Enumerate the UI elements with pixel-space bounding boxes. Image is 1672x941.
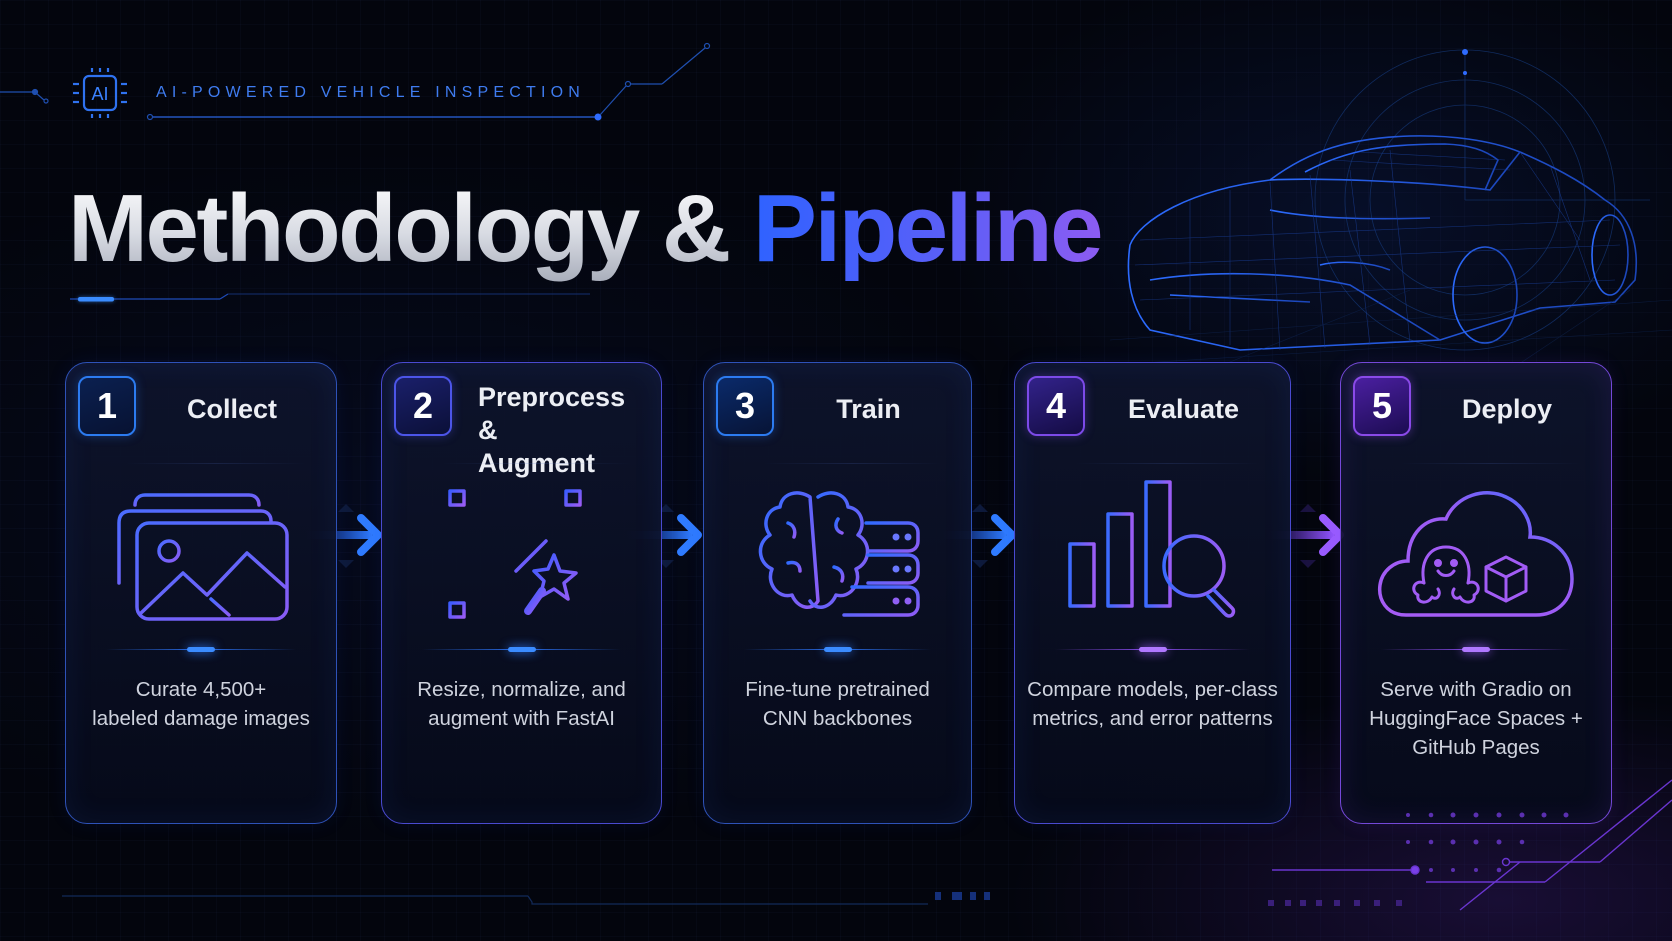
flow-arrow-3-4 — [940, 504, 1016, 568]
title-separator — [442, 463, 631, 464]
bar-chart-magnifier-icon — [1057, 480, 1235, 618]
title-separator — [1075, 463, 1260, 464]
step-title: Deploy — [1461, 394, 1553, 424]
title-separator — [126, 463, 306, 464]
title-underline — [70, 293, 590, 302]
step-card-train: 3 Train — [703, 362, 972, 824]
step-number-badge: 4 — [1027, 376, 1085, 436]
step-card-evaluate: 4 Evaluate Compare models, per-class met… — [1014, 362, 1291, 824]
card-divider — [106, 647, 296, 652]
step-title: Evaluate — [1127, 394, 1240, 424]
step-card-collect: 1 Collect Curate 4,500+ labeled damage i… — [65, 362, 337, 824]
ai-chip-icon: AI — [73, 68, 127, 118]
title-separator — [764, 463, 941, 464]
step-card-preprocess: 2 Preprocess & Augment Resize, normal — [381, 362, 662, 824]
title-accent: Pipeline — [752, 175, 1104, 282]
step-description: Serve with Gradio on HuggingFace Spaces … — [1369, 678, 1583, 759]
circuit-decoration-bottom — [62, 779, 1672, 911]
title-separator — [1401, 463, 1581, 464]
step-description: Curate 4,500+ labeled damage images — [92, 678, 310, 730]
step-number-badge: 5 — [1353, 376, 1411, 436]
image-stack-icon — [117, 493, 289, 621]
step-title: Collect — [186, 394, 278, 424]
step-title: Preprocess & Augment — [478, 382, 626, 478]
step-number-badge: 3 — [716, 376, 774, 436]
card-divider — [744, 647, 931, 652]
page-title: Methodology & Pipeline — [68, 175, 1104, 282]
card-divider — [422, 647, 621, 652]
wireframe-car-illustration — [1110, 49, 1672, 370]
title-primary: Methodology & — [68, 175, 753, 282]
step-card-deploy: 5 Deploy Serve with Gradio on HuggingFac… — [1340, 362, 1612, 824]
kicker-label: AI-POWERED VEHICLE INSPECTION — [156, 84, 586, 101]
step-description: Fine-tune pretrained CNN backbones — [745, 678, 930, 730]
step-description: Resize, normalize, and augment with Fast… — [417, 678, 626, 730]
step-number-badge: 2 — [394, 376, 452, 436]
step-number-badge: 1 — [78, 376, 136, 436]
brain-server-icon — [758, 491, 920, 617]
step-description: Compare models, per-class metrics, and e… — [1027, 678, 1278, 730]
cloud-huggingface-box-icon — [1377, 491, 1574, 617]
svg-text:AI: AI — [91, 84, 108, 104]
flow-arrow-1-2 — [306, 504, 382, 568]
card-divider — [1381, 647, 1571, 652]
step-title: Train — [836, 394, 901, 424]
crop-magic-wand-icon — [447, 489, 582, 619]
circuit-decoration-top — [0, 42, 711, 121]
card-divider — [1055, 647, 1250, 652]
